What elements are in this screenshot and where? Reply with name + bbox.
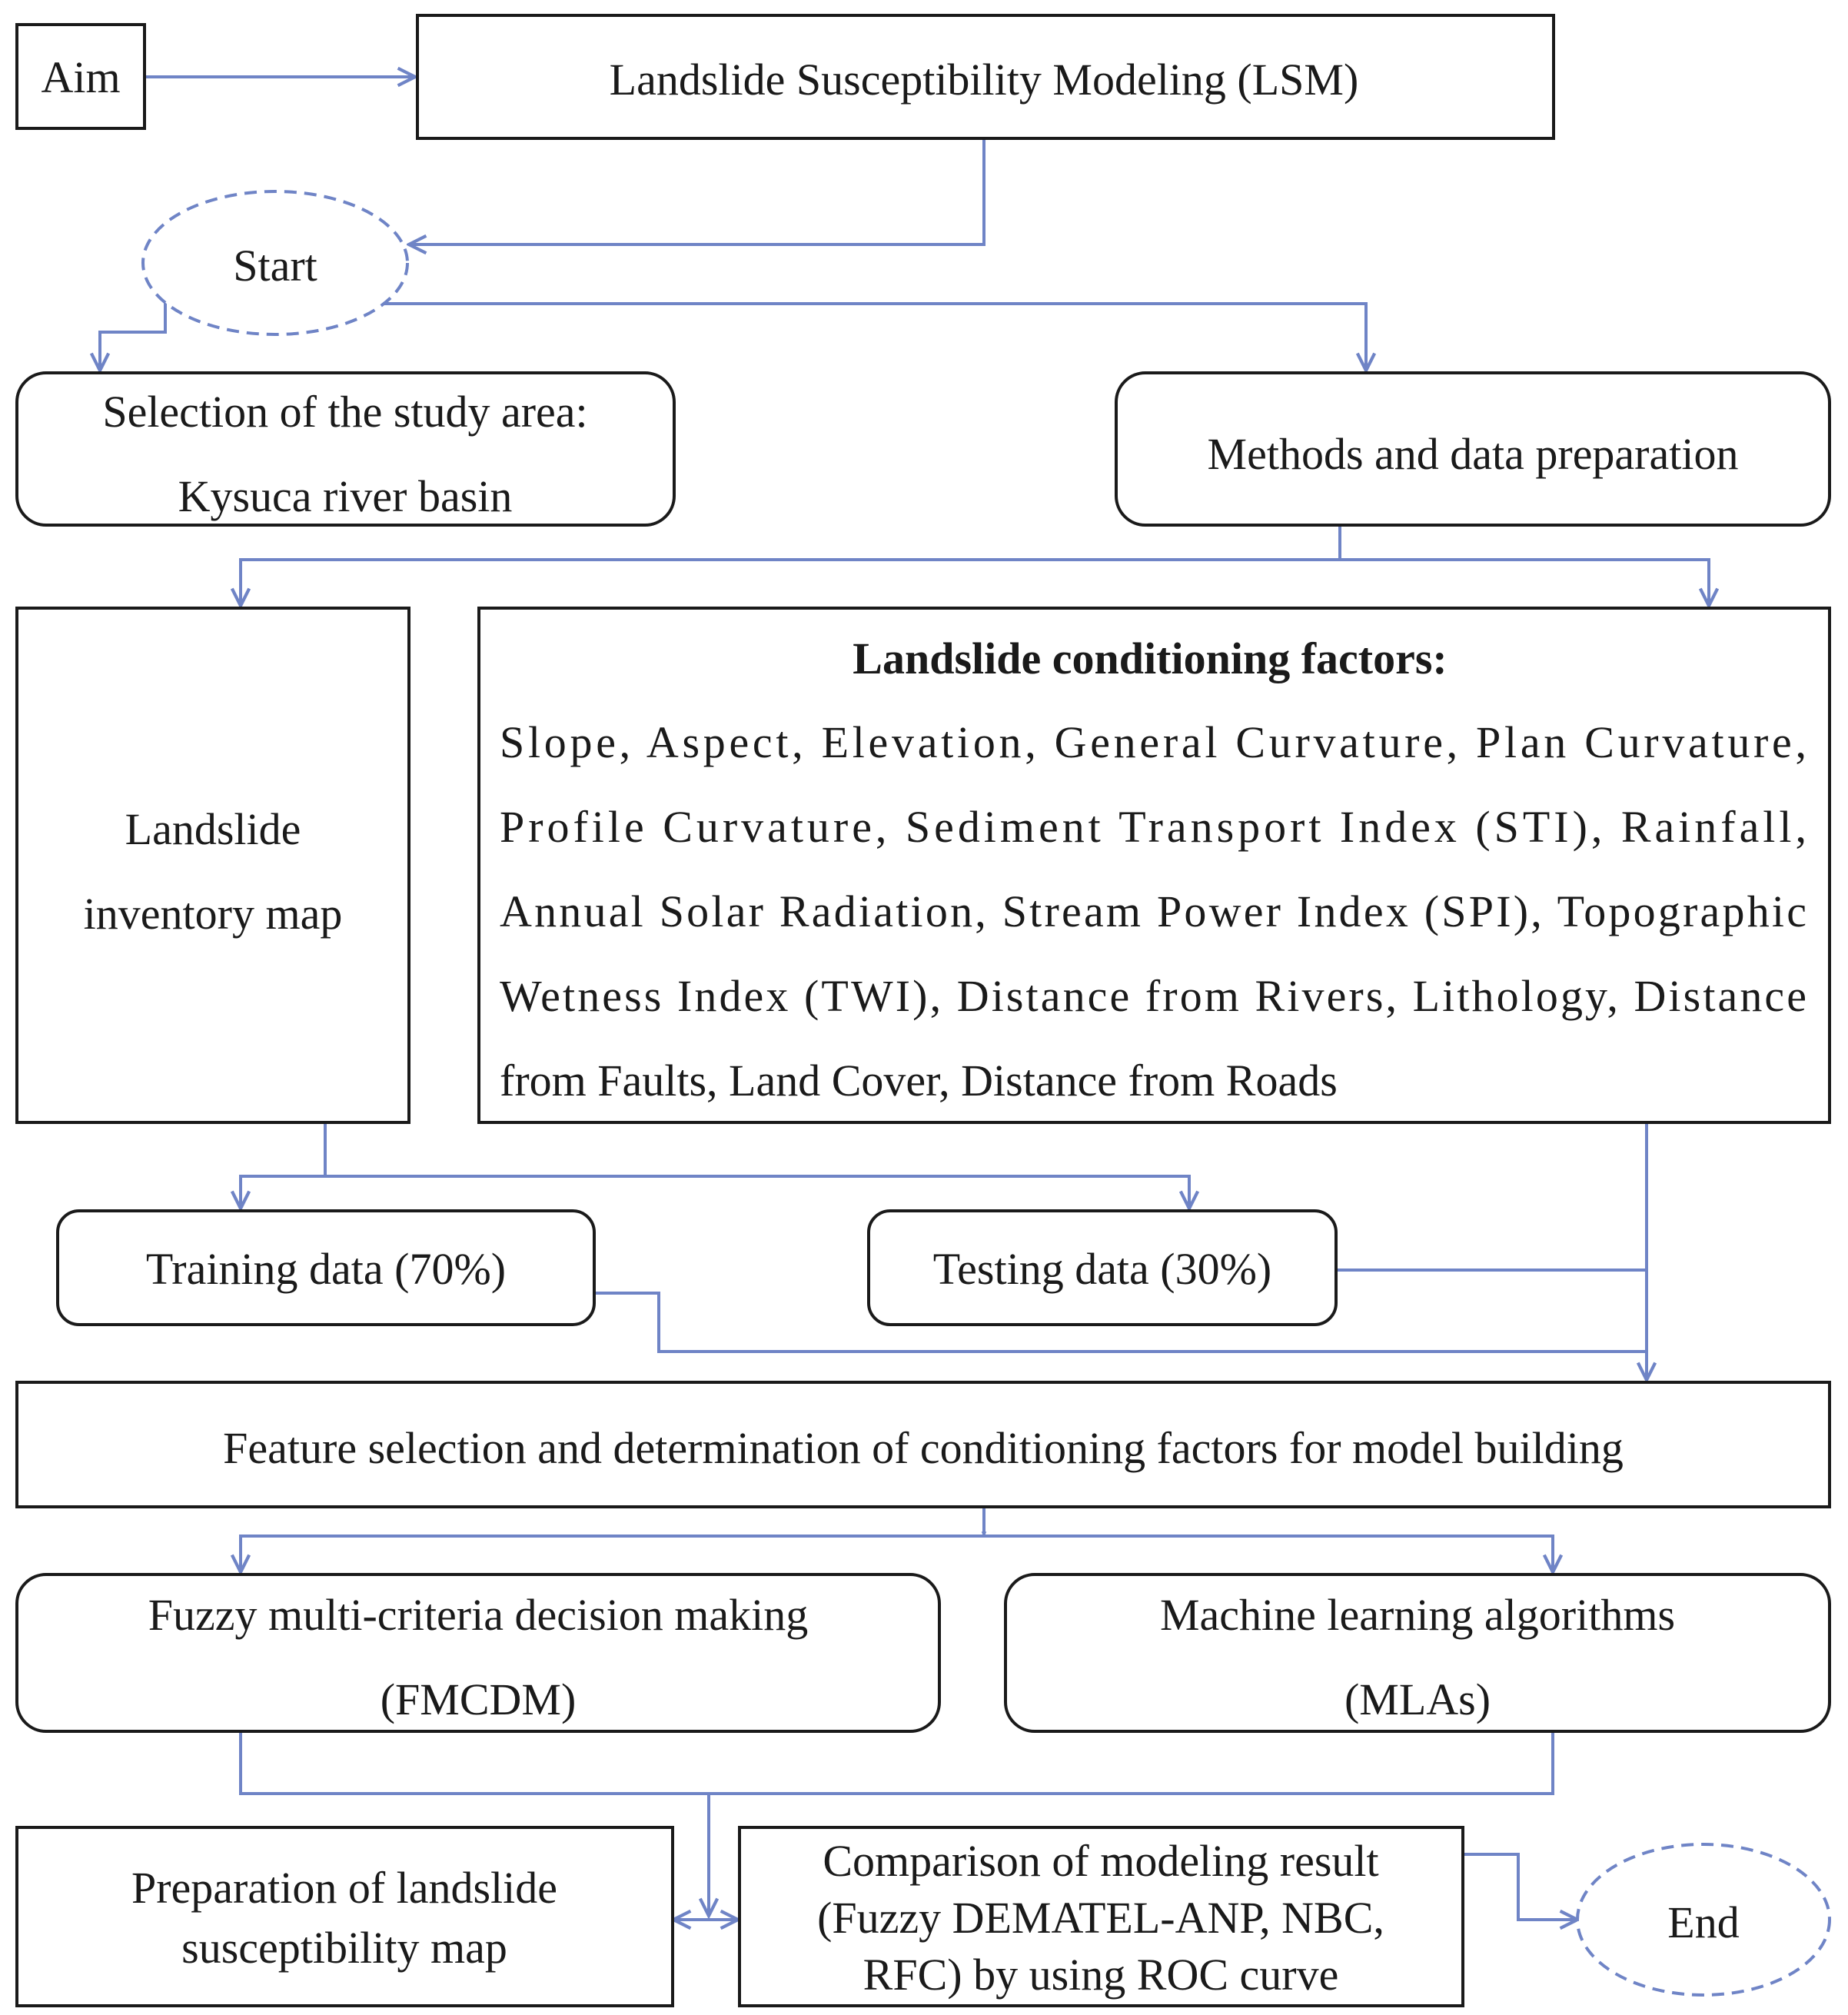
lsm-to-start-arrow — [409, 138, 985, 244]
methods-to-conditioning-arrow — [1340, 558, 1709, 606]
comparison-label: Comparison of modeling result(Fuzzy DEMA… — [817, 1836, 1384, 2000]
fmcdm-to-merge-line — [239, 1731, 1554, 1795]
lsm-label: Landslide Susceptibility Modeling (LSM) — [610, 55, 1359, 105]
fmcdm-node: Fuzzy multi-criteria decision making(FMC… — [15, 1573, 941, 1733]
lsm-node: Landslide Susceptibility Modeling (LSM) — [416, 14, 1555, 140]
inventory-to-testing-arrow — [325, 1175, 1189, 1209]
conditioning-title: Landslide conditioning factors: — [853, 633, 1447, 683]
testing-data-node: Testing data (30%) — [867, 1209, 1338, 1326]
start-to-study-area-arrow — [100, 298, 167, 371]
fmcdm-label: Fuzzy multi-criteria decision making(FMC… — [148, 1590, 808, 1724]
mla-node: Machine learning algorithms(MLAs) — [1004, 1573, 1831, 1733]
feature-to-mla-arrow — [984, 1535, 1553, 1572]
methods-to-inventory-arrow — [241, 558, 1340, 606]
start-to-methods-arrow — [375, 302, 1366, 371]
mla-label: Machine learning algorithms(MLAs) — [1160, 1590, 1675, 1724]
training-data-node: Training data (70%) — [56, 1209, 596, 1326]
conditioning-factors-node: Landslide conditioning factors: Slope, A… — [477, 607, 1831, 1124]
feature-to-fmcdm-arrow — [241, 1535, 984, 1572]
end-label: End — [1667, 1897, 1739, 1947]
study-area-node: Selection of the study area:Kysuca river… — [15, 371, 676, 527]
start-label: Start — [233, 241, 317, 291]
aim-node: Aim — [15, 23, 146, 130]
study-area-label: Selection of the study area:Kysuca river… — [102, 387, 587, 521]
training-to-merge-line — [594, 1292, 1647, 1353]
testing-data-label: Testing data (30%) — [933, 1244, 1271, 1294]
feature-selection-node: Feature selection and determination of c… — [15, 1381, 1831, 1508]
comparison-node: Comparison of modeling result(Fuzzy DEMA… — [738, 1826, 1464, 2007]
connectors — [100, 77, 1709, 1920]
training-data-label: Training data (70%) — [146, 1244, 506, 1294]
aim-label: Aim — [41, 52, 120, 102]
methods-node: Methods and data preparation — [1115, 371, 1831, 527]
comparison-to-end-arrow — [1463, 1853, 1577, 1920]
methods-label: Methods and data preparation — [1208, 429, 1739, 479]
start-node: Start — [141, 190, 409, 336]
end-node: End — [1576, 1843, 1831, 1997]
inventory-to-training-arrow — [241, 1175, 325, 1209]
feature-selection-label: Feature selection and determination of c… — [223, 1423, 1624, 1473]
